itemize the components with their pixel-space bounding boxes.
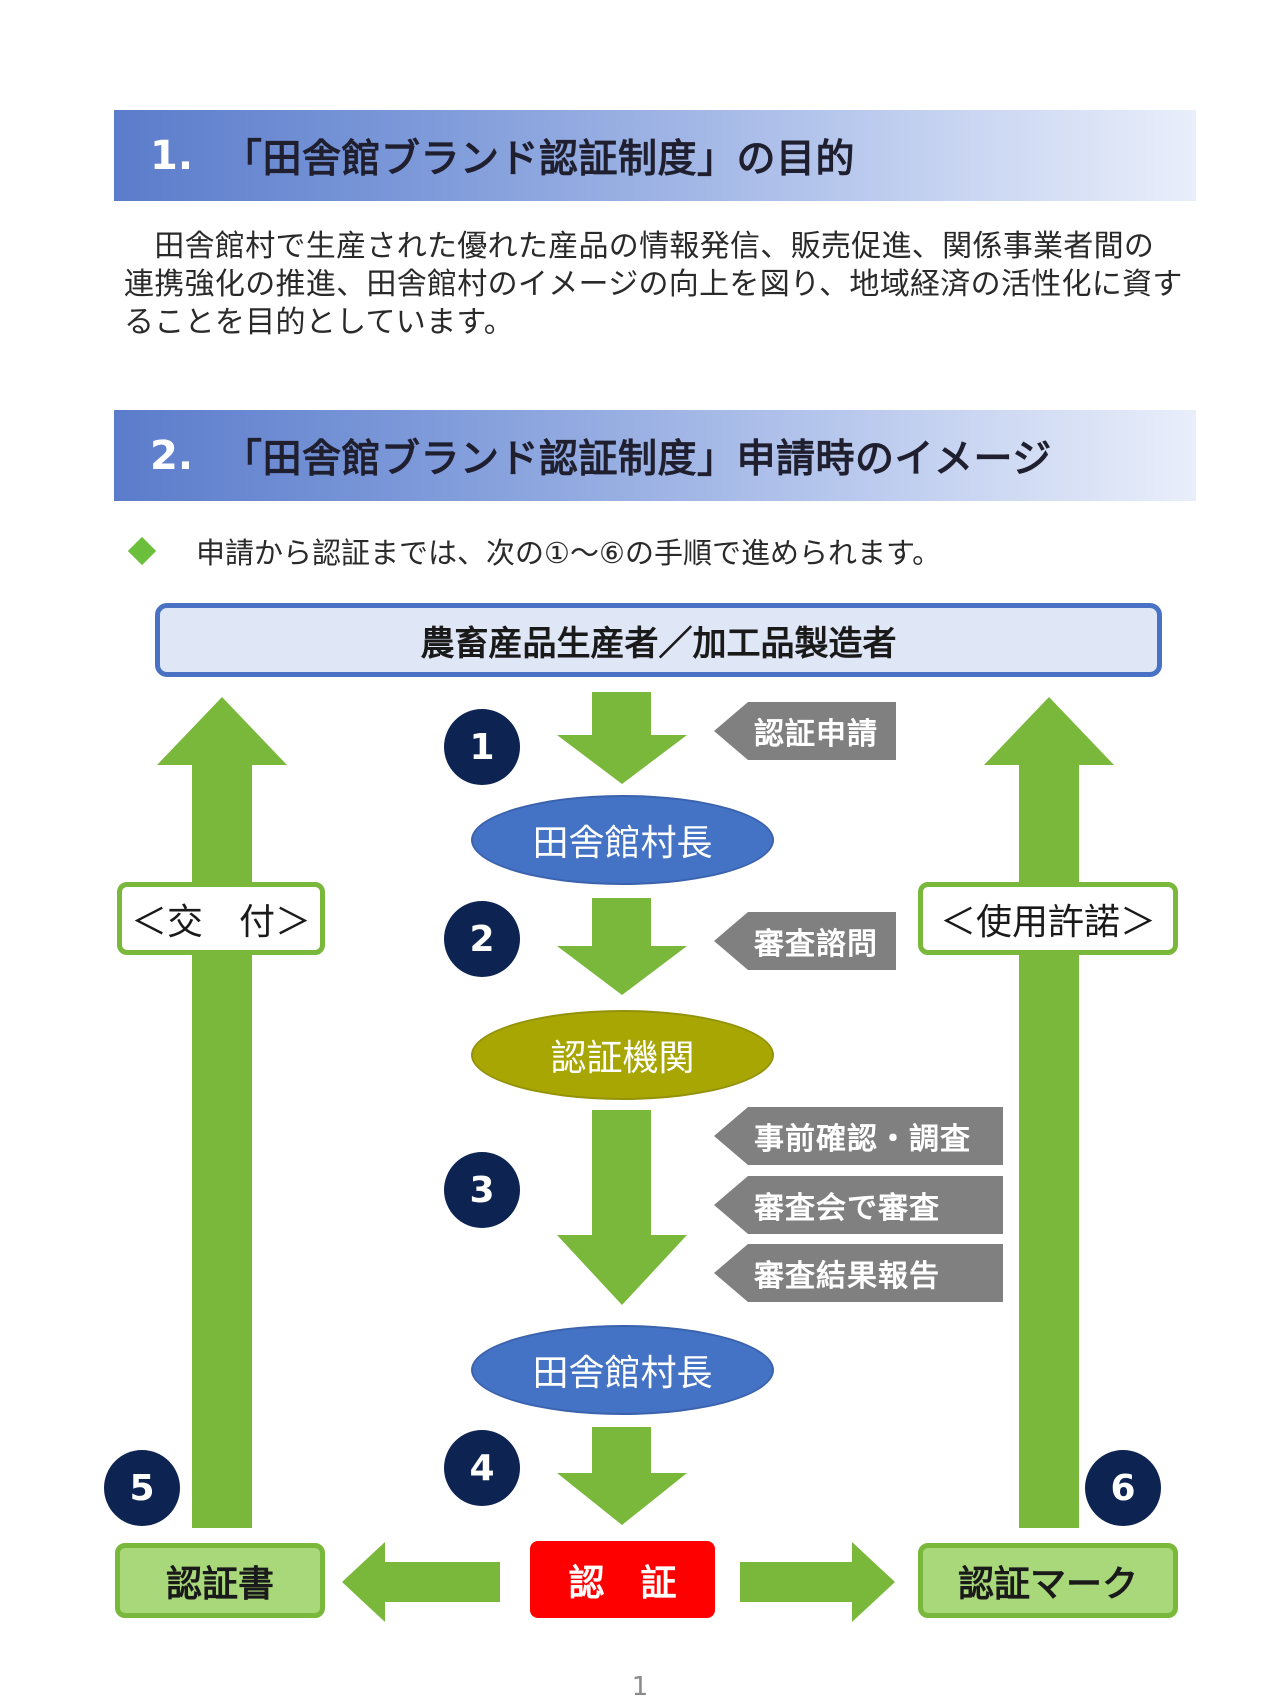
cert-mark-box: 認証マーク [918,1543,1178,1618]
tag-consult: 審査諮問 [714,912,896,970]
issue-label: ＜交 付＞ [117,882,325,955]
permission-label: ＜使用許諾＞ [918,882,1178,955]
step-6-badge: 6 [1085,1450,1161,1526]
step-5-badge: 5 [104,1450,180,1526]
section-1-title: 「田舎館ブランド認証制度」の目的 [223,136,856,182]
right-up-arrow [984,697,1114,1528]
step-3-badge: 3 [444,1152,520,1228]
down-arrow-4 [557,1427,687,1525]
tag-pre-check: 事前確認・調査 [714,1107,1003,1165]
left-up-arrow [157,697,287,1528]
section-1-number: 1. [150,132,194,179]
step-4-badge: 4 [444,1430,520,1506]
bullet-line: 申請から認証までは、次の①～⑥の手順で進められます。 [127,530,942,572]
step-2-badge: 2 [444,901,520,977]
section-2-title: 「田舎館ブランド認証制度」申請時のイメージ [223,436,1052,482]
village-head-oval-1: 田舎館村長 [471,795,774,885]
cert-body-oval: 認証機関 [471,1010,774,1100]
down-arrow-3 [557,1110,687,1305]
village-head-oval-2: 田舎館村長 [471,1325,774,1415]
section-1-header: 1. 「田舎館ブランド認証制度」の目的 [114,110,1196,201]
down-arrow-1 [557,692,687,784]
step-1-badge: 1 [444,709,520,785]
down-arrow-2 [557,898,687,995]
certify-box: 認 証 [530,1541,715,1618]
right-horizontal-arrow [740,1542,895,1622]
certificate-box: 認証書 [115,1543,325,1618]
section-2-header: 2. 「田舎館ブランド認証制度」申請時のイメージ [114,410,1196,501]
left-horizontal-arrow [342,1542,500,1622]
producer-box: 農畜産品生産者／加工品製造者 [155,603,1162,677]
tag-report: 審査結果報告 [714,1244,1003,1302]
tag-apply: 認証申請 [714,702,896,760]
bullet-text: 申請から認証までは、次の①～⑥の手順で進められます。 [196,536,942,570]
section-2-number: 2. [150,432,194,479]
page-number: 1 [631,1672,649,1702]
tag-review: 審査会で審査 [714,1176,1003,1234]
purpose-paragraph: 田舎館村で生産された優れた産品の情報発信、販売促進、関係事業者間の連携強化の推進… [124,229,1183,340]
